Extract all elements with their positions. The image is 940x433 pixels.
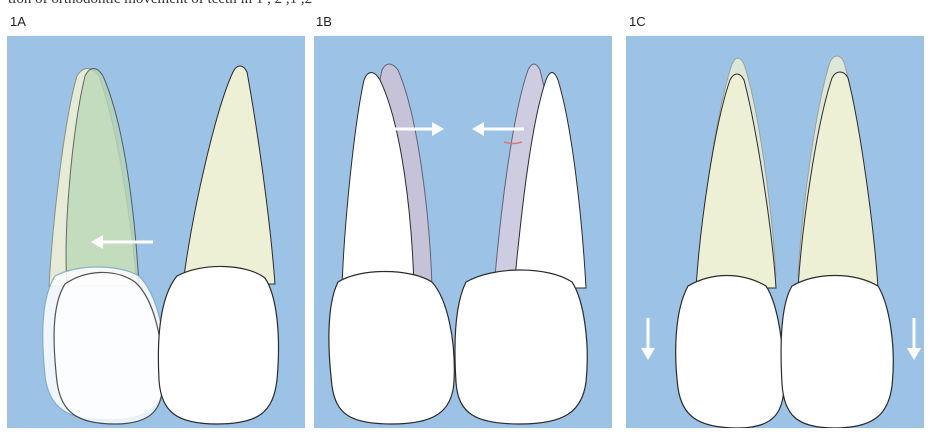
panel-1c-drawing <box>626 36 924 428</box>
panel-1b <box>314 36 612 428</box>
crown-left <box>676 276 784 429</box>
crown-right <box>781 276 893 429</box>
panel-1b-drawing <box>314 36 612 428</box>
crown-right <box>158 266 278 424</box>
panel-label-1c: 1C <box>629 14 646 29</box>
panel-1c <box>626 36 924 428</box>
panel-label-1a: 1A <box>10 14 26 29</box>
figure-caption: tion of orthodontic movement of teeth in… <box>8 0 312 8</box>
panel-1a-drawing <box>7 36 305 428</box>
panel-label-1b: 1B <box>316 14 332 29</box>
panel-1a <box>7 36 305 428</box>
crown-left <box>329 272 454 425</box>
crown-right <box>455 270 587 424</box>
